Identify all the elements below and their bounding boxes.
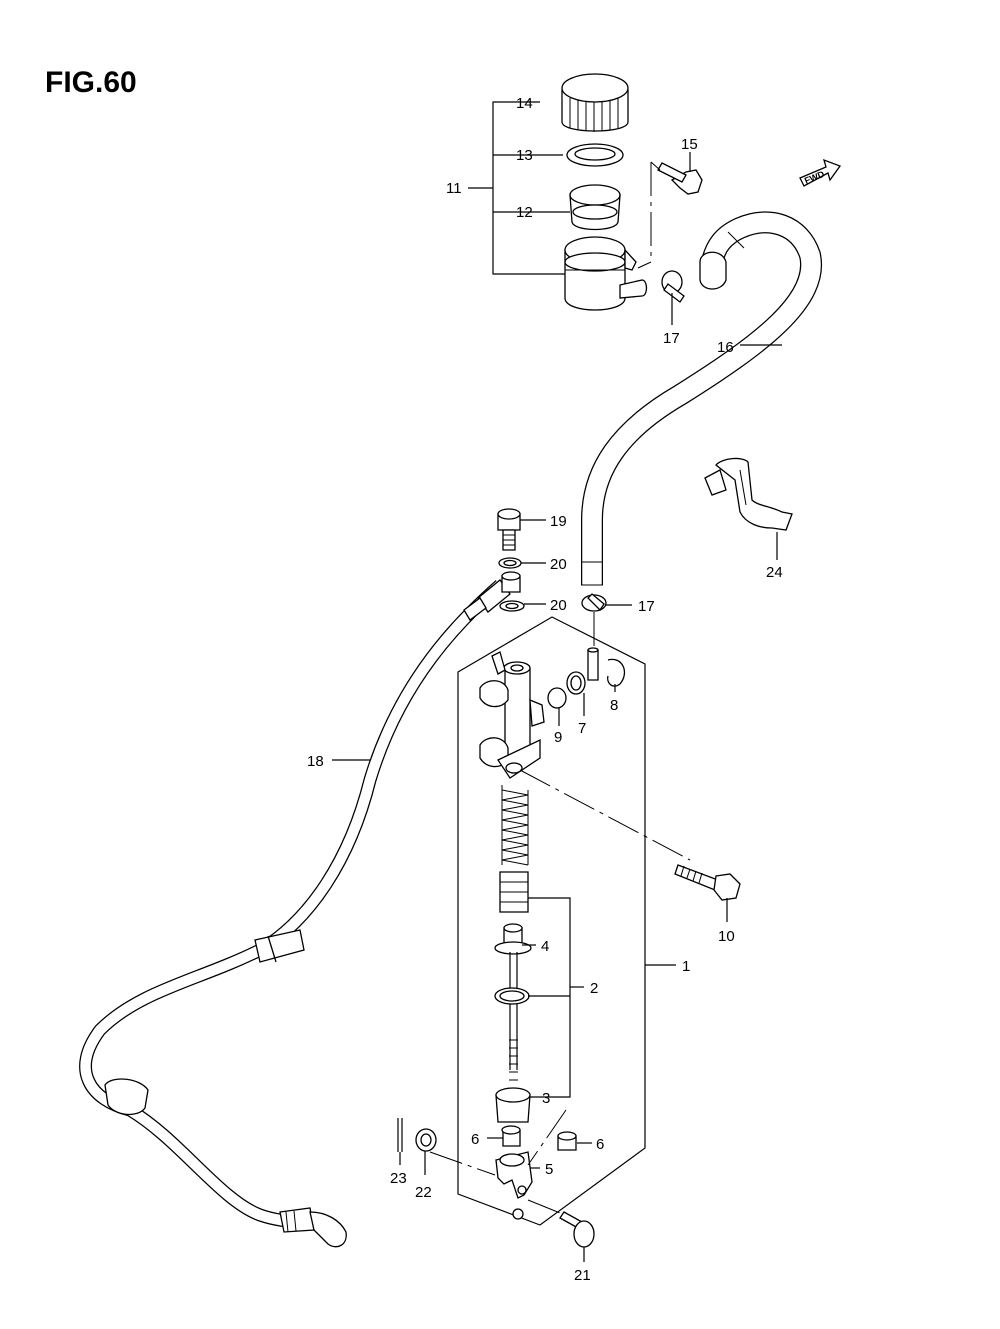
bolt-15 bbox=[657, 162, 703, 195]
bolt-10 bbox=[674, 864, 741, 901]
figure-title: FIG.60 bbox=[45, 66, 137, 99]
washer-20-bottom bbox=[499, 600, 525, 612]
callout-1: 1 bbox=[682, 958, 690, 975]
master-cylinder-body bbox=[479, 651, 545, 779]
reservoir-cap-14 bbox=[561, 73, 629, 132]
nut-6-right bbox=[557, 1131, 577, 1151]
callout-16: 16 bbox=[717, 339, 734, 356]
callout-14: 14 bbox=[516, 95, 533, 112]
callout-17-bottom: 17 bbox=[638, 598, 655, 615]
callout-9: 9 bbox=[554, 729, 562, 746]
callout-8: 8 bbox=[610, 697, 618, 714]
callout-2: 2 bbox=[590, 980, 598, 997]
snap-ring bbox=[494, 987, 530, 1005]
callout-21: 21 bbox=[574, 1267, 591, 1284]
rod-end-5 bbox=[495, 1151, 533, 1220]
callout-10: 10 bbox=[718, 928, 735, 945]
callout-18: 18 bbox=[307, 753, 324, 770]
callout-6-right: 6 bbox=[596, 1136, 604, 1153]
callout-3: 3 bbox=[542, 1090, 550, 1107]
reservoir-body bbox=[564, 236, 648, 311]
callout-4: 4 bbox=[541, 938, 549, 955]
diaphragm-plate-13 bbox=[566, 143, 624, 167]
spring bbox=[501, 785, 529, 866]
hose-clamp-17-bottom bbox=[581, 593, 607, 612]
nut-6-left bbox=[501, 1125, 521, 1147]
callout-6-left: 6 bbox=[471, 1131, 479, 1148]
washer-20-top bbox=[498, 557, 522, 569]
callout-13: 13 bbox=[516, 147, 533, 164]
callout-11: 11 bbox=[446, 180, 462, 197]
circlip-8 bbox=[606, 658, 625, 687]
washer-22 bbox=[415, 1128, 437, 1152]
diaphragm-12 bbox=[569, 184, 621, 231]
o-ring-9 bbox=[547, 687, 567, 709]
callout-19: 19 bbox=[550, 513, 567, 530]
fwd-label: FWD bbox=[803, 169, 826, 186]
callout-7: 7 bbox=[578, 720, 586, 737]
hose-clamp-24 bbox=[704, 457, 793, 531]
callout-24: 24 bbox=[766, 564, 783, 581]
reservoir-hose-16 bbox=[581, 211, 823, 586]
union-bolt-19 bbox=[497, 508, 521, 551]
brake-hose-18 bbox=[79, 579, 511, 1248]
fwd-arrow-icon: FWD bbox=[799, 158, 842, 187]
leader-lines bbox=[332, 101, 782, 1262]
pin-21 bbox=[559, 1211, 595, 1248]
center-lines bbox=[429, 161, 691, 1216]
hose-clamp-17-top bbox=[661, 270, 685, 303]
banjo-fitting bbox=[501, 571, 521, 593]
callout-22: 22 bbox=[415, 1184, 432, 1201]
o-ring-7 bbox=[566, 671, 586, 695]
piston-cup bbox=[499, 871, 529, 913]
callout-15: 15 bbox=[681, 136, 698, 153]
callout-labels: 14 13 11 12 15 17 16 24 19 20 20 17 8 7 … bbox=[307, 95, 783, 1284]
callout-17-top: 17 bbox=[663, 330, 680, 347]
callout-20-bottom: 20 bbox=[550, 597, 567, 614]
cotter-pin-23 bbox=[397, 1118, 403, 1152]
callout-12: 12 bbox=[516, 204, 533, 221]
push-rod bbox=[509, 952, 518, 1081]
boot-3 bbox=[495, 1087, 531, 1123]
callout-5: 5 bbox=[545, 1161, 553, 1178]
callout-23: 23 bbox=[390, 1170, 407, 1187]
assembly-outline-1 bbox=[457, 616, 646, 1226]
callout-20-top: 20 bbox=[550, 556, 567, 573]
piston-4 bbox=[494, 923, 532, 955]
hose-joint-fitting bbox=[587, 647, 599, 681]
